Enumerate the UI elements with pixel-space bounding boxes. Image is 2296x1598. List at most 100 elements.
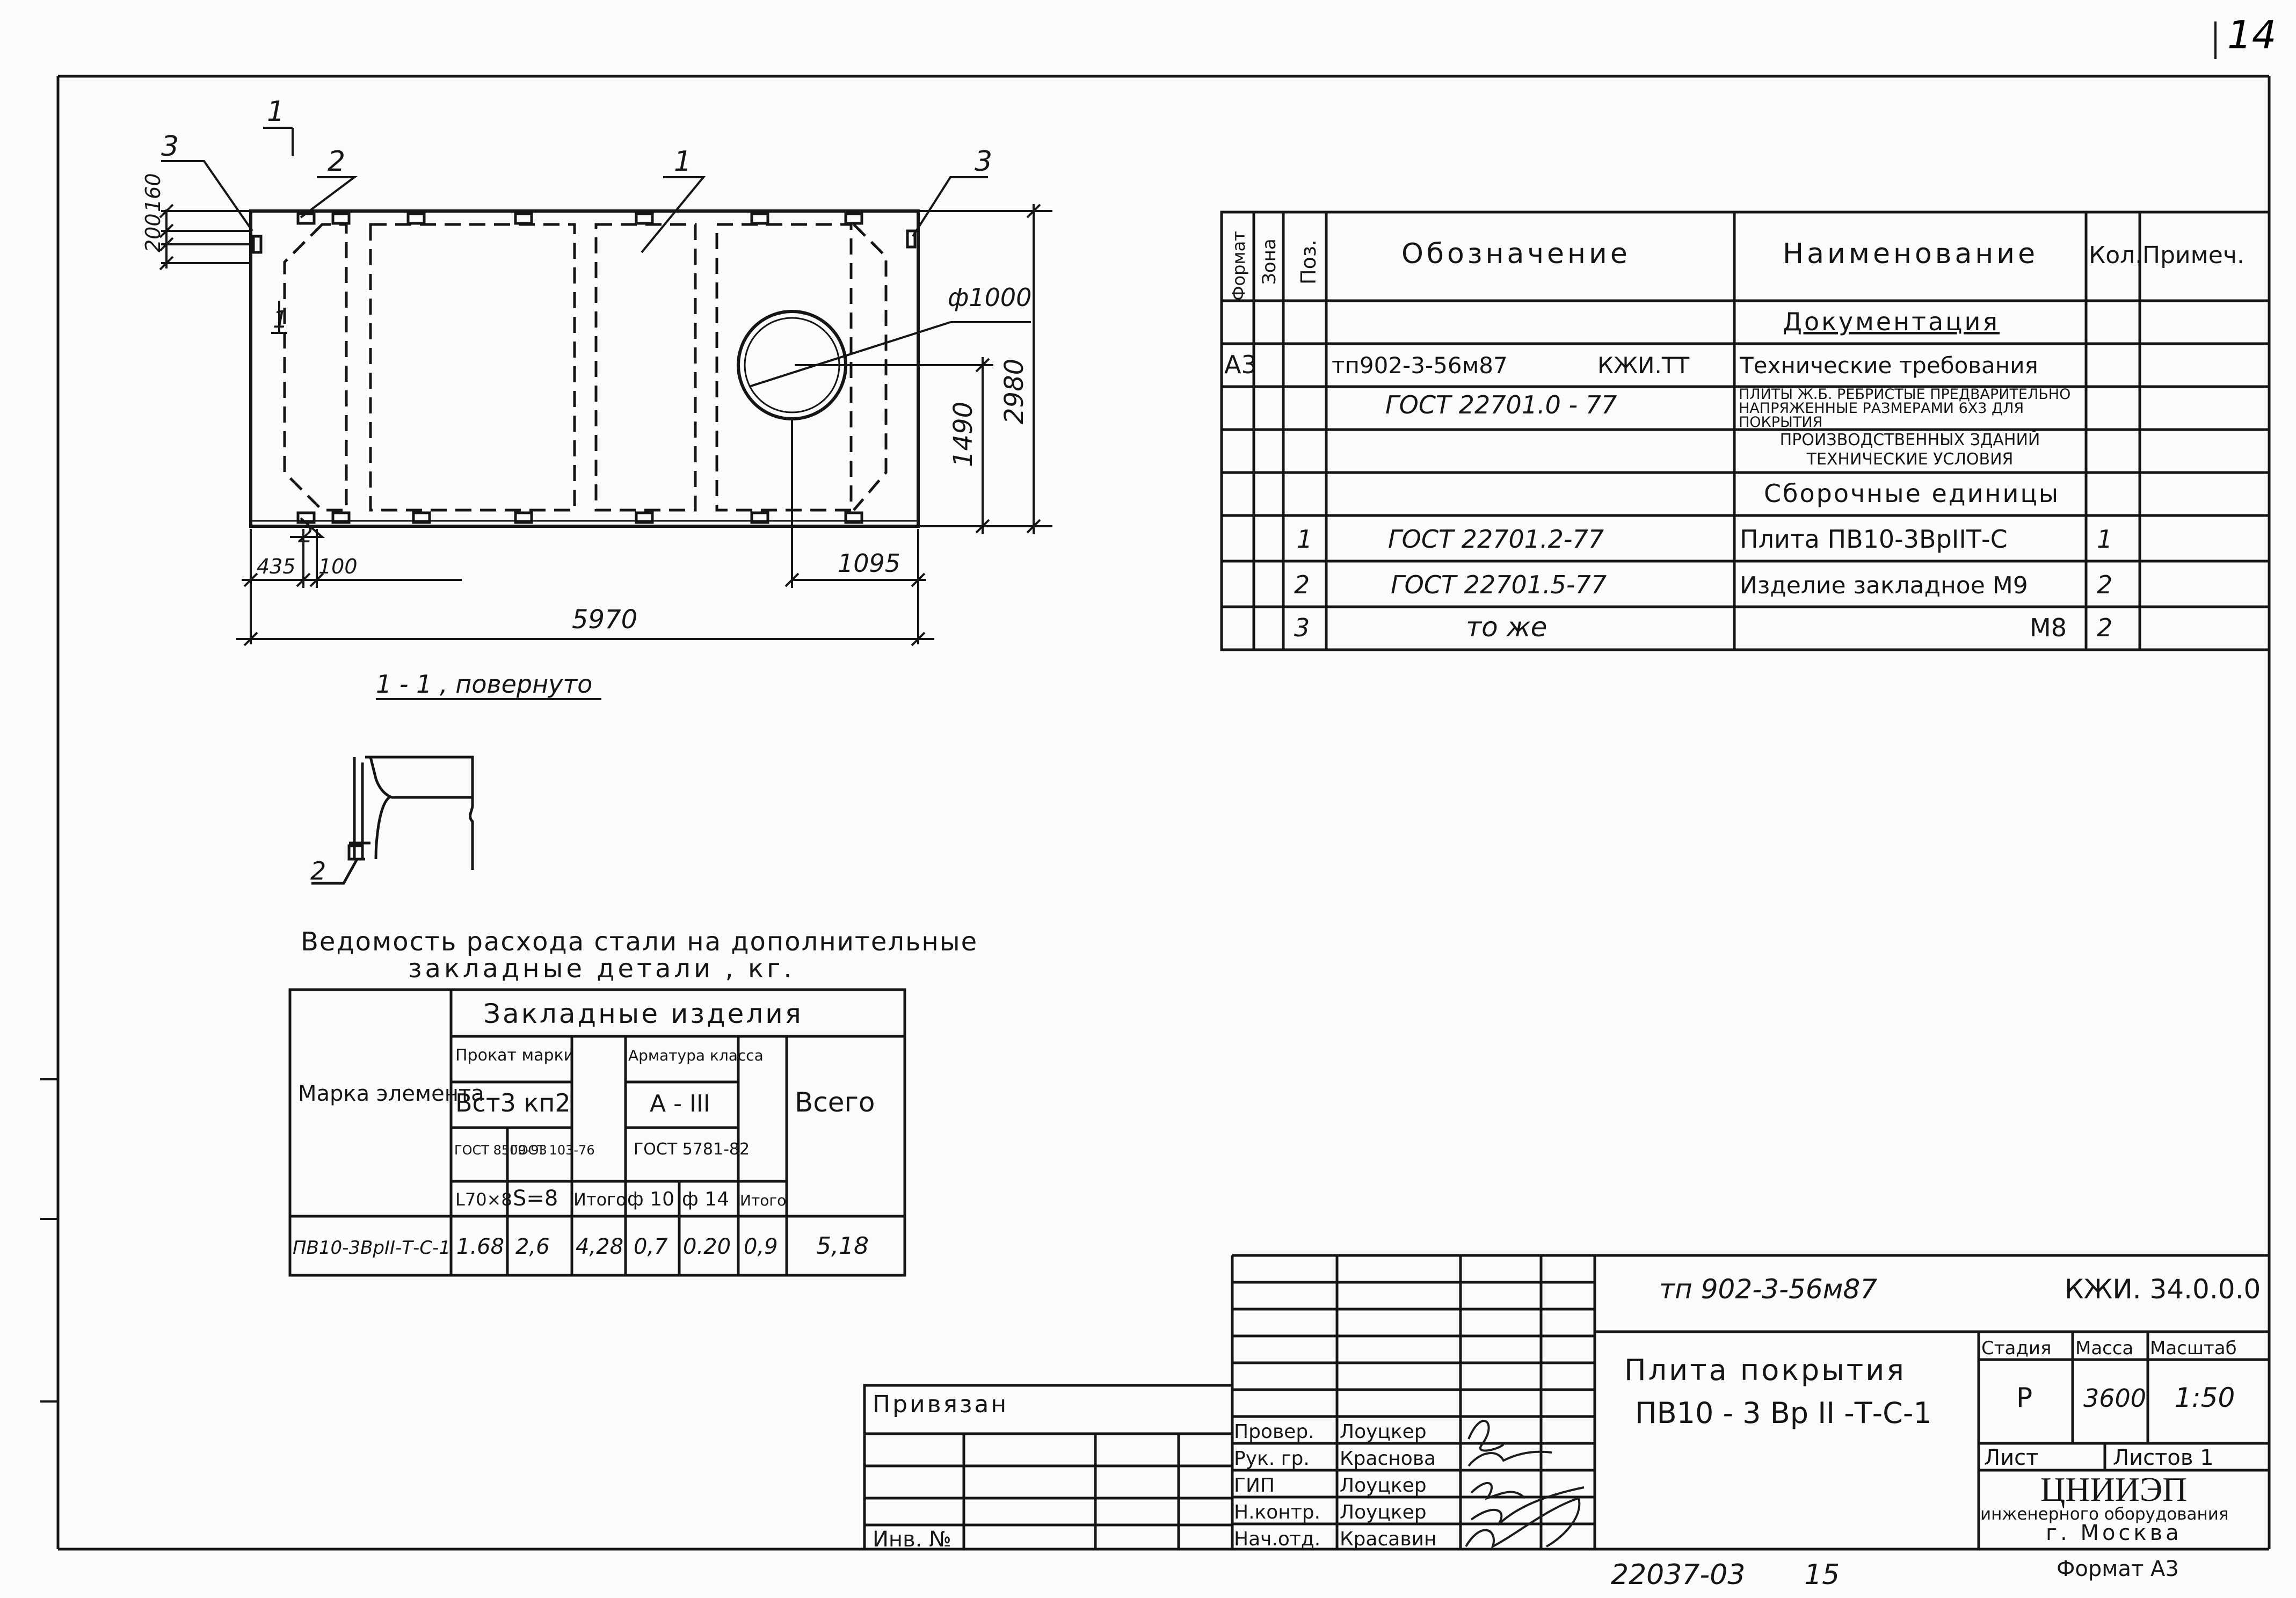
section-callout-2: 2 <box>310 856 326 885</box>
tb-role-3: ГИП <box>1234 1474 1275 1497</box>
spec-table-headers: Формат Зона Поз. Обозначение Наименовани… <box>1229 231 2244 301</box>
steel-group-header: Закладные изделия <box>483 998 803 1029</box>
tb-org1: ЦНИИЭП <box>2040 1470 2187 1508</box>
tb-name-4: Лоуцкер <box>1340 1501 1427 1523</box>
spec-row-5-designation: ГОСТ 22701.2-77 <box>1388 525 1604 554</box>
page-number: 14 <box>2227 12 2277 57</box>
steel-col-mark: Марка элемента <box>298 1081 484 1106</box>
dim-160: 160 <box>141 173 165 212</box>
tb-name-1: Лоуцкер <box>1340 1421 1427 1443</box>
steel-size-b: S=8 <box>513 1186 558 1211</box>
steel-d10: ф 10 <box>627 1188 674 1210</box>
spec-row-7-designation: то же <box>1466 612 1547 643</box>
callout-3-right: 3 <box>975 146 992 178</box>
steel-armatura: Арматура класса <box>628 1047 764 1064</box>
steel-row-v2: 2,6 <box>515 1234 550 1259</box>
title-block-text: тп 902-3-56м87 КЖИ. 34.0.0.0 Плита покры… <box>873 1274 2261 1552</box>
section-mark-left: 1 <box>273 306 288 333</box>
tb-title-line1: Плита покрытия <box>1624 1353 1906 1387</box>
format-note: Формат А3 <box>2057 1557 2179 1581</box>
spec-row-2-name: Плиты ж.б. ребристые предварительно напр… <box>1739 388 2071 430</box>
spec-row-1-designation2: КЖИ.ТТ <box>1597 352 1689 379</box>
section-drawing <box>311 756 474 885</box>
steel-table-grid <box>288 988 906 1277</box>
spec-row-6-qty: 2 <box>2097 570 2112 599</box>
callout-2-bottom: 2 <box>298 521 313 548</box>
spec-row-5-qty: 1 <box>2097 525 2112 554</box>
steel-gost-a: ГОСТ 8509-93 <box>454 1143 547 1158</box>
dim-5970: 5970 <box>572 605 637 635</box>
tb-role-4: Н.контр. <box>1234 1501 1320 1523</box>
callout-2-top: 2 <box>328 146 345 178</box>
steel-row-v3: 4,28 <box>576 1234 623 1259</box>
steel-arm-class: А - III <box>650 1090 710 1117</box>
spec-row-3-name-box: производственных зданий технические усло… <box>1779 431 2040 469</box>
spec-h-zone: Зона <box>1259 238 1280 285</box>
tb-sheets-h: Листов 1 <box>2113 1446 2214 1470</box>
section-title: 1 - 1 , повернуто <box>376 670 592 699</box>
spec-row-0-name: Документация <box>1783 307 2000 336</box>
steel-row-mark: ПВ10-3ВрII-Т-С-1 <box>293 1237 451 1259</box>
tb-org2: инженерного оборудования <box>1980 1505 2229 1524</box>
steel-total-header: Всего <box>795 1087 875 1118</box>
tb-name-3: Лоуцкер <box>1340 1474 1427 1497</box>
steel-prokat: Прокат марки <box>455 1046 574 1065</box>
steel-title-line2: закладные детали , кг. <box>408 954 795 984</box>
dim-diameter: ф1000 <box>948 283 1031 312</box>
plan-dimension-ticks <box>159 204 1041 647</box>
dim-100: 100 <box>318 555 358 578</box>
spec-h-designation: Обозначение <box>1401 238 1631 270</box>
steel-row-v4: 0,7 <box>634 1234 668 1259</box>
dim-2980: 2980 <box>999 359 1029 424</box>
spec-h-format: Формат <box>1229 231 1249 301</box>
spec-row-3-name: производственных зданий технические усло… <box>1779 431 2040 469</box>
spec-row-5-pos: 1 <box>1297 525 1312 554</box>
spec-h-pos: Поз. <box>1297 239 1320 285</box>
tb-scale-h: Масштаб <box>2150 1338 2237 1359</box>
steel-table-text: Закладные изделия Марка элемента Прокат … <box>293 998 875 1260</box>
tb-inv: Инв. № <box>873 1527 951 1552</box>
steel-table-titles: Ведомость расхода стали на дополнительны… <box>301 927 978 984</box>
steel-row-v6: 0,9 <box>744 1234 778 1259</box>
steel-gost-b: ГОСТ 103-76 <box>510 1143 595 1158</box>
dim-200: 200 <box>141 213 165 252</box>
steel-itogo-1: Итого <box>573 1189 627 1210</box>
tb-mass-h: Масса <box>2075 1338 2133 1359</box>
spec-row-2-designation: ГОСТ 22701.0 - 77 <box>1385 390 1617 419</box>
steel-gost-arm: ГОСТ 5781-82 <box>634 1140 750 1159</box>
spec-row-7-pos: 3 <box>1294 613 1310 642</box>
plan-labels: 1 1 3 2 1 3 2 ф1000 435 100 1095 5970 20… <box>141 96 1031 635</box>
spec-row-6-designation: ГОСТ 22701.5-77 <box>1391 570 1607 599</box>
steel-title-line1: Ведомость расхода стали на дополнительны… <box>301 927 978 957</box>
bottom-code: 22037-03 <box>1611 1559 1745 1591</box>
slab-plan <box>249 209 920 528</box>
plan-dimension-lines <box>161 127 1052 644</box>
dim-435: 435 <box>257 555 296 578</box>
spec-row-5-name: Плита ПВ10-3ВрIIТ-С <box>1740 525 2008 554</box>
spec-row-1-designation: тп902-3-56м87 <box>1332 352 1508 379</box>
tb-privyazan: Привязан <box>873 1391 1008 1418</box>
spec-h-name: Наименование <box>1783 238 2038 270</box>
tb-sheet-code: КЖИ. 34.0.0.0 <box>2065 1274 2261 1305</box>
tb-mass: 3600 <box>2083 1384 2146 1413</box>
bottom-number: 15 <box>1804 1559 1840 1591</box>
spec-table-grid <box>1220 210 2271 651</box>
tb-stage: Р <box>2016 1382 2032 1413</box>
steel-itogo-2: Итого <box>740 1192 786 1209</box>
tb-scale: 1:50 <box>2175 1382 2235 1413</box>
tb-name-2: Краснова <box>1340 1448 1436 1470</box>
dim-1095: 1095 <box>838 549 900 578</box>
tb-name-5: Красавин <box>1340 1528 1436 1550</box>
tb-sheet-h: Лист <box>1984 1446 2038 1470</box>
spec-table-rows: Документация А3 тп902-3-56м87 КЖИ.ТТ Тех… <box>1224 307 2112 643</box>
dim-1490: 1490 <box>948 402 978 467</box>
spec-h-note: Примеч. <box>2142 242 2244 269</box>
spec-row-6-name: Изделие закладное М9 <box>1740 572 2028 599</box>
steel-row-v7: 5,18 <box>816 1232 869 1260</box>
spec-row-1-format: А3 <box>1224 350 1257 379</box>
callout-3-left: 3 <box>161 130 179 163</box>
spec-row-7-name: М8 <box>2030 613 2067 642</box>
spec-row-1-name: Технические требования <box>1739 352 2038 379</box>
spec-h-qty: Кол. <box>2089 242 2142 269</box>
